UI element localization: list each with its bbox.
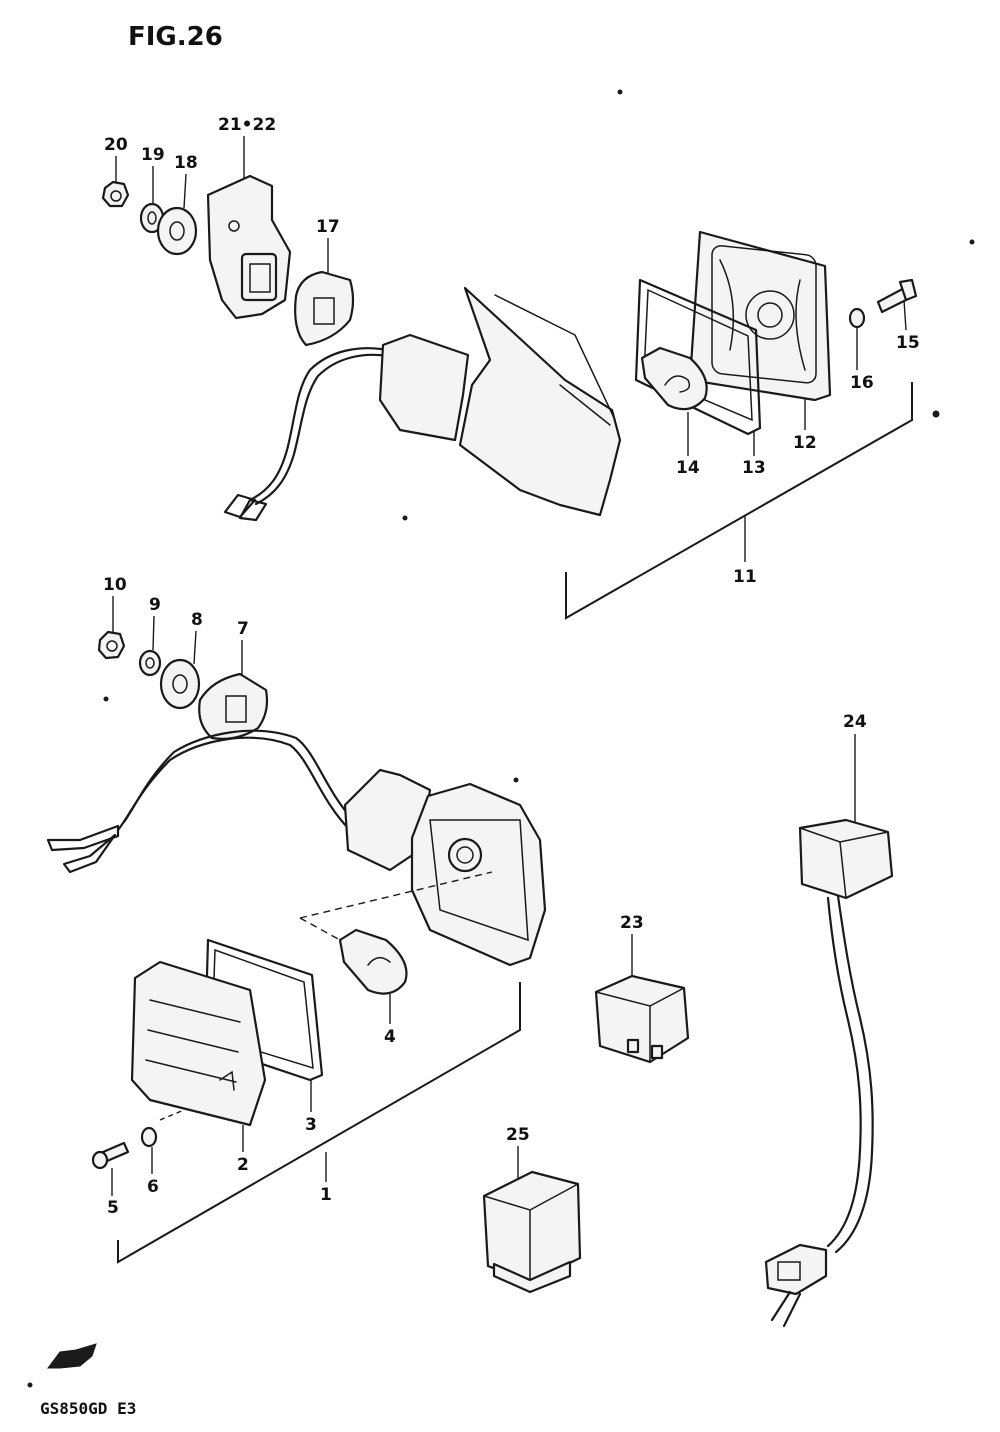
label-14: 14 <box>676 458 700 478</box>
part-10-nut <box>97 630 126 660</box>
lower-labels: 10 9 8 7 4 3 2 6 5 1 <box>103 575 521 1264</box>
label-15: 15 <box>896 333 920 353</box>
label-10: 10 <box>103 575 127 595</box>
label-8: 8 <box>191 610 203 630</box>
label-17: 17 <box>316 217 340 237</box>
model-code: GS850GD E3 <box>40 1399 136 1418</box>
part-16-washer <box>848 307 866 329</box>
label-12: 12 <box>793 433 817 453</box>
label-4: 4 <box>384 1027 396 1047</box>
lower-signal-housing <box>343 768 547 967</box>
upper-signal-housing <box>378 286 622 517</box>
part-9-lock-washer <box>138 649 162 677</box>
label-20: 20 <box>104 135 128 155</box>
label-23: 23 <box>620 913 644 933</box>
part-2-lens <box>130 960 267 1127</box>
part-8-washer <box>159 658 201 710</box>
part-4-bulb <box>338 928 408 995</box>
part-12-lens <box>688 230 832 402</box>
figure-title: FIG.26 <box>128 22 223 52</box>
part-23-relay <box>594 974 690 1064</box>
upper-labels: 20 19 18 21•22 17 15 16 12 13 14 11 <box>104 115 920 620</box>
rear-turn-signal-assembly <box>101 174 918 522</box>
assembly-bracket-11 <box>565 382 913 620</box>
label-18: 18 <box>174 153 198 173</box>
part-14-bulb <box>640 346 708 411</box>
label-5: 5 <box>107 1198 119 1218</box>
part-25-relay <box>482 1170 582 1294</box>
part-19-lock-washer <box>139 202 165 234</box>
part-20-nut <box>101 180 130 208</box>
part-6-washer <box>140 1126 158 1148</box>
manufacturer-logo-mark <box>47 1343 97 1369</box>
part-21-22-bracket <box>206 174 292 320</box>
label-13: 13 <box>742 458 766 478</box>
lower-signal-wire <box>46 729 357 874</box>
label-24: 24 <box>843 712 867 732</box>
assembly-bracket-1 <box>117 982 521 1264</box>
label-2: 2 <box>237 1155 249 1175</box>
front-turn-signal-assembly <box>46 630 547 1170</box>
print-specks <box>27 89 975 1388</box>
upper-signal-wire <box>223 347 390 522</box>
part-15-screw <box>876 278 918 314</box>
label-16: 16 <box>850 373 874 393</box>
label-25: 25 <box>506 1125 530 1145</box>
label-1: 1 <box>320 1185 332 1205</box>
label-3: 3 <box>305 1115 317 1135</box>
label-21-22: 21•22 <box>218 115 276 135</box>
label-9: 9 <box>149 595 161 615</box>
label-6: 6 <box>147 1177 159 1197</box>
part-13-gasket <box>634 278 762 436</box>
part-24-relay-with-harness <box>764 818 894 1328</box>
part-7-grommet <box>198 672 269 740</box>
label-19: 19 <box>141 145 165 165</box>
label-11: 11 <box>733 567 757 587</box>
part-18-washer <box>156 206 198 256</box>
part-5-screw <box>91 1141 130 1170</box>
part-17-grommet <box>294 270 355 347</box>
label-7: 7 <box>237 619 249 639</box>
